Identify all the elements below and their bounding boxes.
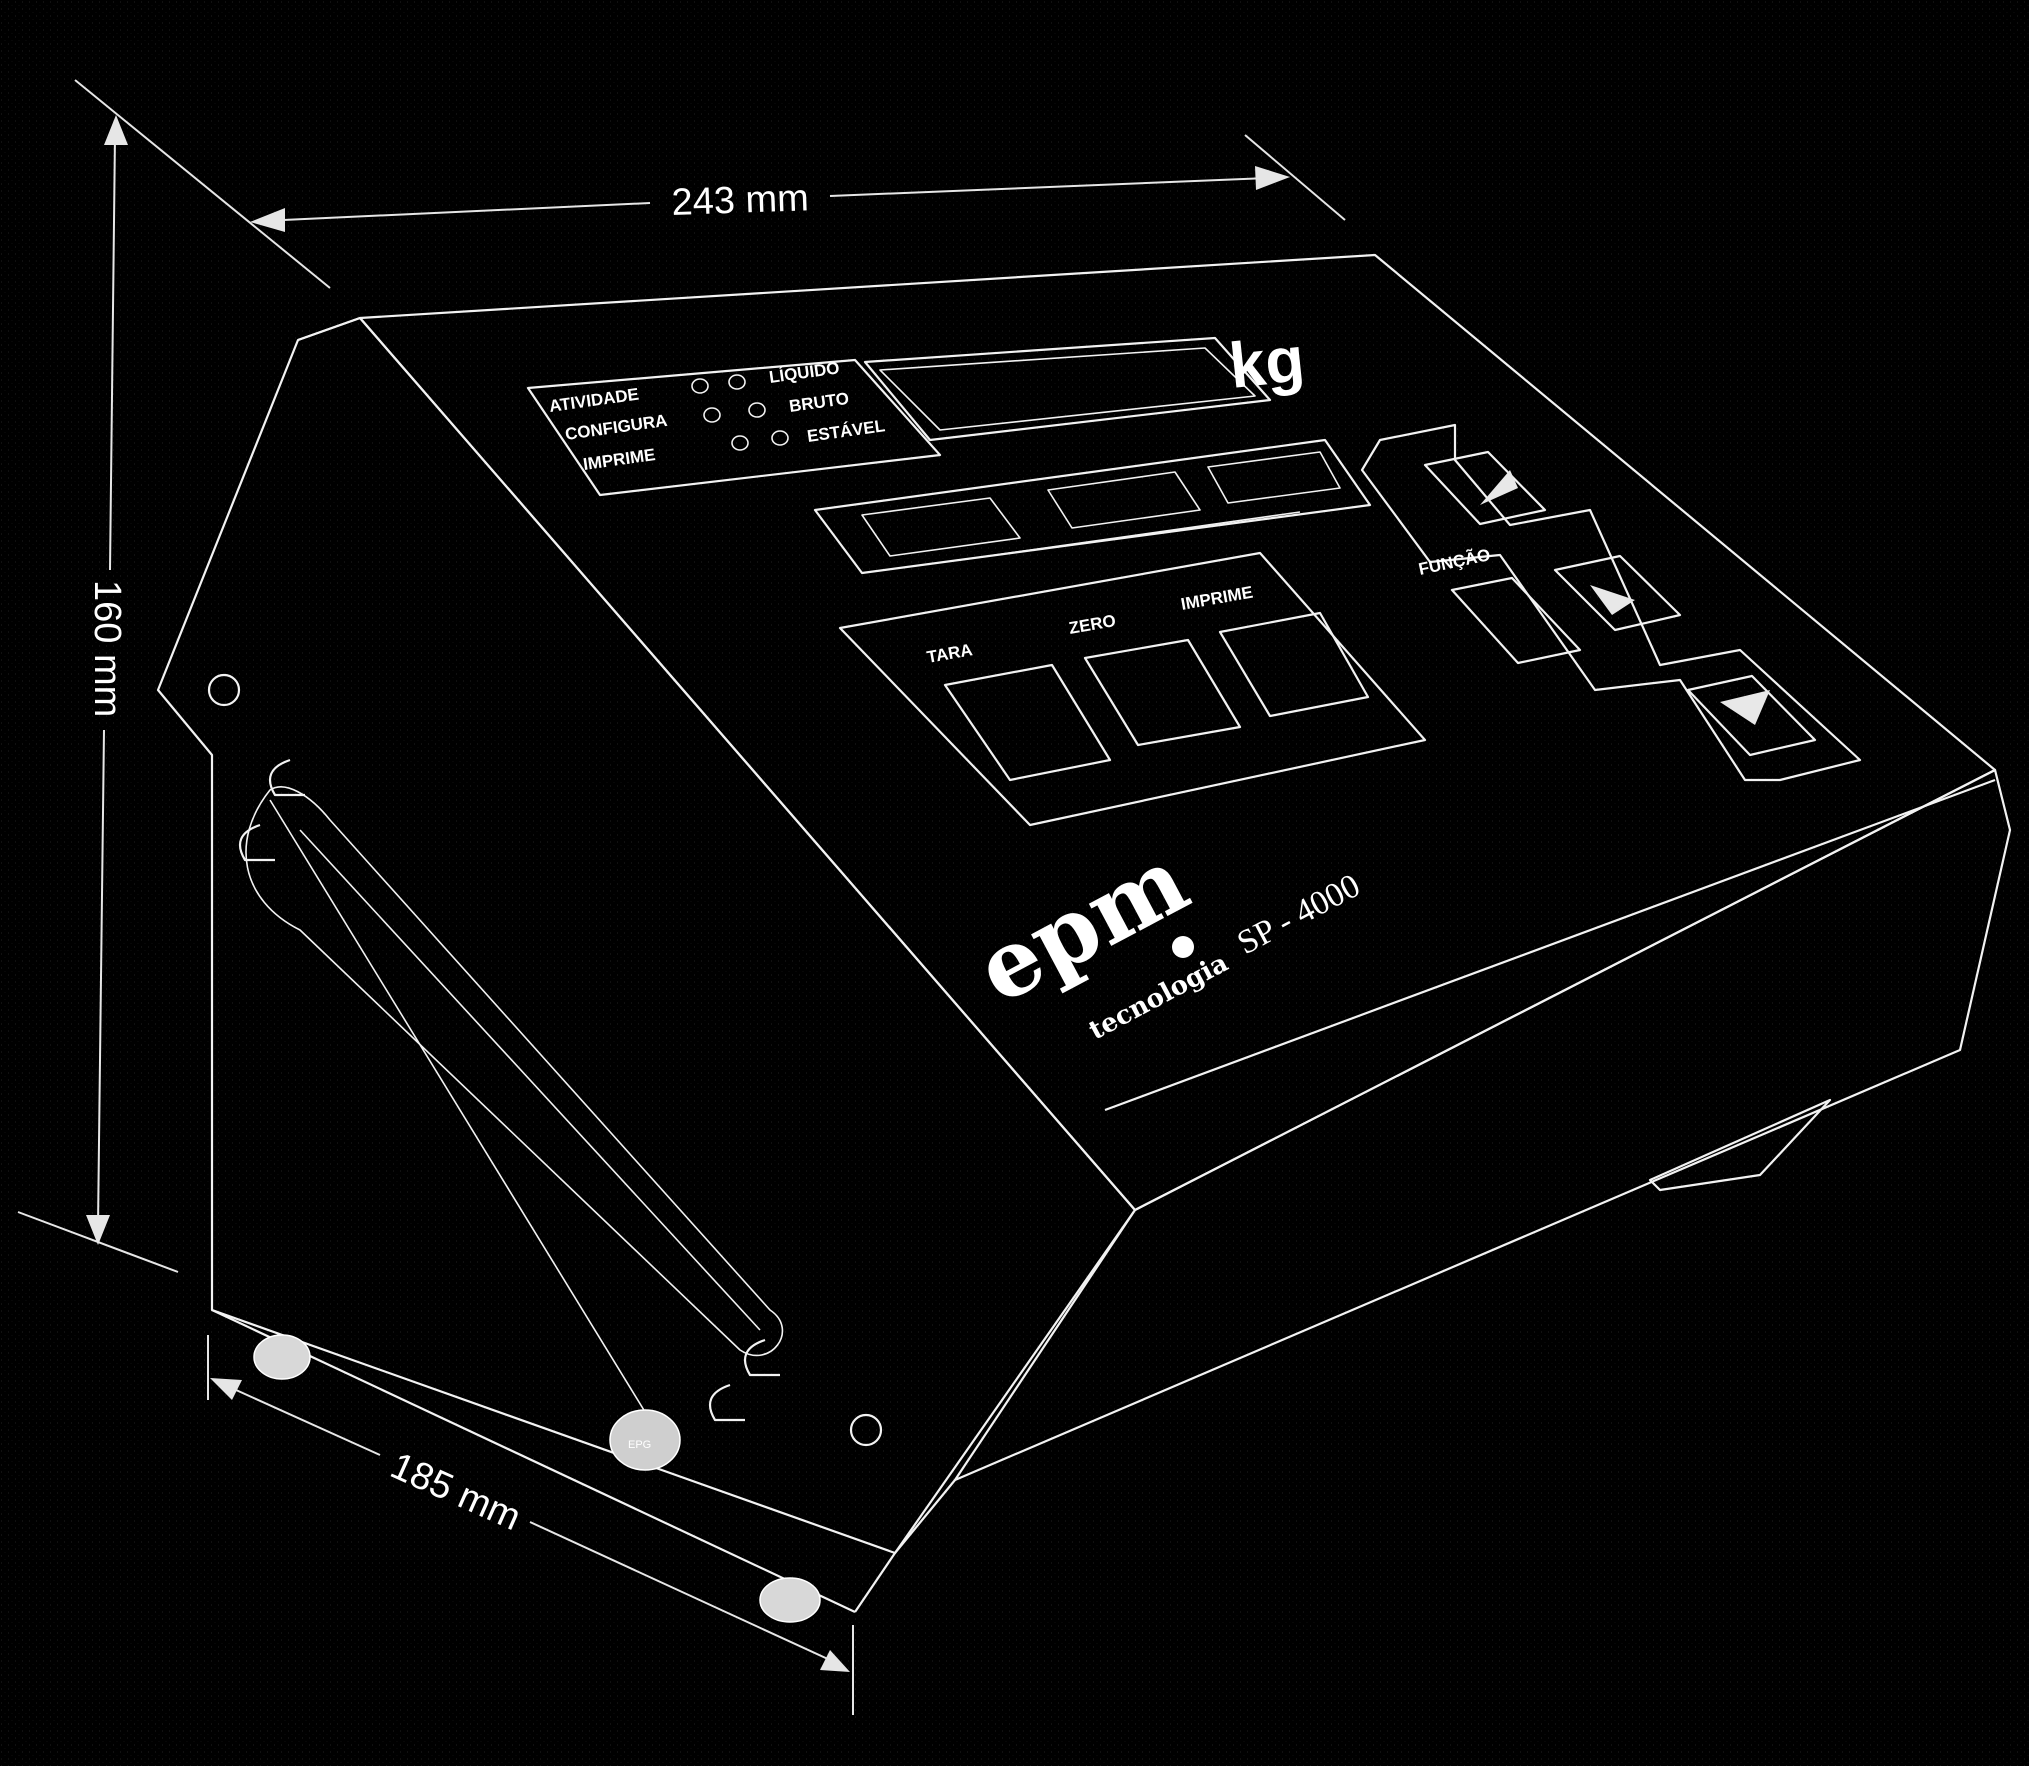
zero-button[interactable]	[1083, 638, 1242, 747]
secondary-display-frame	[813, 438, 1372, 575]
right-arrow-icon	[1590, 585, 1635, 615]
foot-left	[253, 1334, 311, 1380]
width-extension-right	[1244, 134, 1346, 221]
hook-bottom-a	[743, 1338, 780, 1377]
weight-display-window	[863, 336, 1272, 442]
led-bruto	[748, 402, 766, 418]
depth-arrow-left	[210, 1378, 242, 1400]
top-edge	[297, 316, 361, 342]
funcao-button[interactable]	[1450, 576, 1582, 665]
weight-display-inner	[879, 347, 1256, 431]
width-dimension-line-left	[261, 202, 651, 222]
hook-top-b	[238, 823, 275, 862]
status-panel-frame	[526, 358, 942, 497]
led-configura	[703, 407, 721, 423]
down-button[interactable]	[1686, 674, 1817, 757]
height-label: 160 mm	[86, 580, 128, 717]
width-dimension-line-right	[829, 177, 1269, 197]
bottom-back-edge	[211, 1309, 856, 1613]
weight-display: kg	[863, 323, 1308, 442]
width-arrow-left	[250, 208, 285, 232]
height-dimension: 160 mm	[17, 115, 179, 1273]
device-body	[156, 253, 2012, 1613]
led-imprime	[731, 435, 749, 451]
led-liquido	[728, 374, 746, 390]
side-screw-top	[207, 673, 241, 707]
height-arrow-top	[104, 115, 128, 145]
width-dimension: 243 mm	[74, 79, 1346, 289]
seal-text: EPG	[628, 1439, 651, 1451]
right-button[interactable]	[1553, 554, 1682, 632]
bracket-strap-b	[299, 829, 761, 1331]
height-dimension-line-bottom	[97, 729, 105, 1226]
up-button[interactable]	[1423, 450, 1547, 526]
secondary-display-1	[861, 497, 1021, 557]
height-dimension-line-top	[109, 134, 116, 571]
imprime-button[interactable]	[1218, 611, 1370, 718]
left-side-panel	[156, 316, 1137, 1555]
led-atividade	[691, 378, 709, 394]
logo-dot	[1172, 936, 1194, 958]
function-keypad-frame	[1360, 423, 1862, 782]
depth-dimension-line-right	[529, 1521, 831, 1661]
down-arrow-icon	[1720, 690, 1770, 725]
bottom-edge	[894, 1479, 956, 1554]
up-arrow-icon	[1480, 470, 1518, 505]
unit-kg-label: kg	[1226, 323, 1308, 402]
main-keypad: TARA ZERO IMPRIME	[838, 551, 1427, 827]
bottom-foot	[1648, 1098, 1832, 1192]
secondary-display-panel	[813, 438, 1372, 575]
keypad-frame	[838, 551, 1427, 827]
front-face	[953, 768, 2012, 1482]
depth-dimension-line-left	[224, 1384, 381, 1456]
front-face-lower-edge	[1104, 778, 1996, 1112]
tara-button[interactable]	[943, 663, 1112, 782]
width-label: 243 mm	[671, 177, 810, 224]
bracket-loop	[245, 786, 784, 1357]
width-arrow-right	[1255, 166, 1290, 190]
hook-top-a	[268, 758, 305, 797]
depth-arrow-right	[820, 1650, 850, 1672]
side-screw-bottom	[849, 1413, 883, 1447]
secondary-display-caption-line	[959, 511, 1301, 561]
foot-right	[759, 1577, 821, 1623]
hook-bottom-b	[708, 1383, 745, 1422]
led-estavel	[771, 430, 789, 446]
secondary-display-3	[1207, 451, 1341, 504]
seal	[609, 1409, 681, 1471]
width-extension-left	[74, 79, 331, 289]
bracket-strap-a	[269, 799, 651, 1421]
bottom-corner-edge	[854, 1552, 896, 1613]
height-arrow-bottom	[86, 1215, 110, 1245]
secondary-display-2	[1047, 471, 1201, 529]
